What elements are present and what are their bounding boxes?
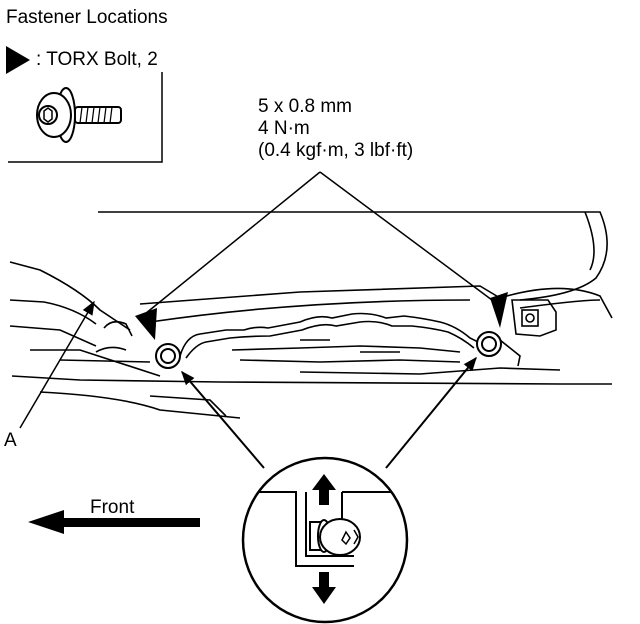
detail-leaders [181, 356, 477, 469]
fastener-marker-right [490, 292, 508, 328]
callout-a-label: A [4, 430, 17, 451]
spec-size: 5 x 0.8 mm [258, 96, 352, 117]
detail-view [241, 456, 409, 624]
arrow-up-icon [312, 474, 336, 505]
diagram-title: Fastener Locations [6, 7, 168, 28]
bracket-right [499, 299, 557, 367]
arrow-left-icon [28, 510, 200, 534]
wire-harness [95, 312, 483, 363]
fastener-marker-left [135, 308, 157, 340]
bolt-right [476, 331, 502, 357]
legend-box [6, 46, 163, 163]
arrow-down-icon [312, 572, 336, 604]
triangle-marker-icon [6, 46, 30, 74]
torx-bolt-icon [36, 87, 122, 143]
callout-a-leader [19, 300, 95, 429]
legend-text: : TORX Bolt, 2 [36, 49, 158, 70]
bolt-icon [309, 518, 361, 556]
spec-torque-imperial: (0.4 kgf·m, 3 lbf·ft) [258, 140, 414, 161]
spec-torque-nm: 4 N·m [258, 118, 310, 139]
spec-leaders [139, 171, 501, 319]
body-panel [9, 211, 613, 419]
front-label: Front [90, 497, 135, 518]
bolt-left [155, 343, 181, 369]
